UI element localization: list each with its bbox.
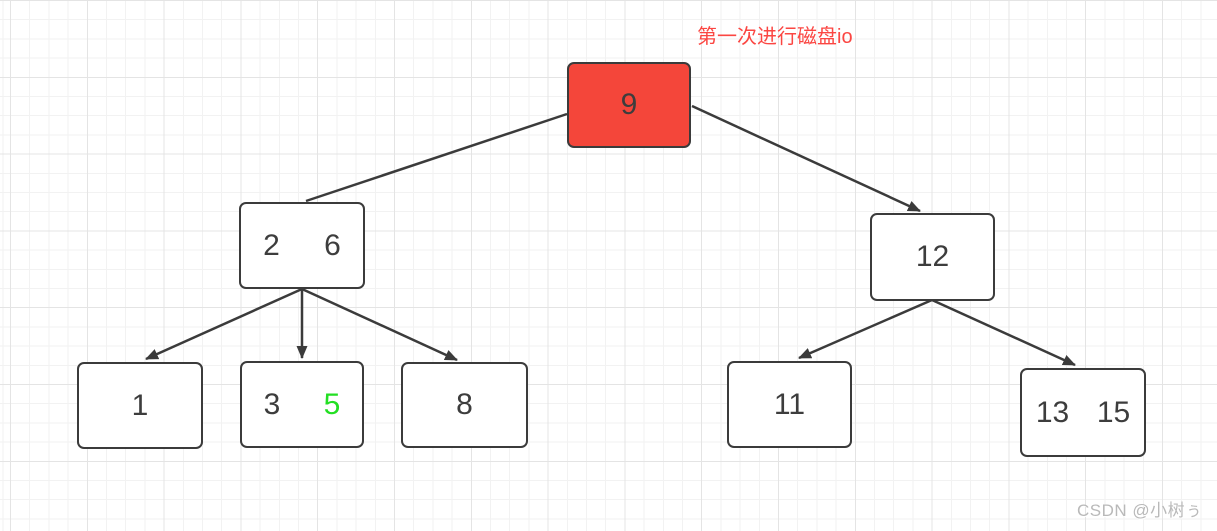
edge-node-12-to-leaf-11: [798, 298, 933, 360]
tree-node-leaf-8: 8: [401, 362, 528, 448]
node-key: 13: [1035, 395, 1070, 429]
tree-node-root-9: 9: [567, 62, 691, 148]
node-key: 15: [1096, 395, 1131, 429]
edge-node-2-6-to-leaf-8: [301, 287, 458, 362]
node-key: 3: [263, 387, 281, 421]
node-key: 9: [620, 88, 638, 121]
node-key: 2: [263, 228, 280, 262]
edge-node-12-to-leaf-13-15: [931, 298, 1076, 367]
tree-node-node-12: 12: [870, 213, 995, 301]
node-key: 11: [773, 387, 806, 421]
node-key: 12: [915, 240, 950, 273]
node-key: 1: [131, 388, 149, 422]
tree-node-leaf-1: 1: [77, 362, 203, 449]
tree-node-leaf-11: 11: [727, 361, 852, 448]
node-key: 6: [324, 228, 341, 262]
watermark-text: CSDN @小树ぅ: [1077, 501, 1203, 520]
edge-node-2-6-to-leaf-1: [145, 287, 303, 361]
annotation-disk-io-label: 第一次进行磁盘io: [697, 26, 853, 48]
edge-root-9-to-node-12: [691, 104, 921, 213]
node-key: 8: [456, 388, 473, 421]
edge-root-9-to-node-2-6: [305, 112, 568, 203]
tree-node-leaf-13-15: 13 15: [1020, 368, 1146, 457]
node-key: 5: [323, 387, 341, 421]
